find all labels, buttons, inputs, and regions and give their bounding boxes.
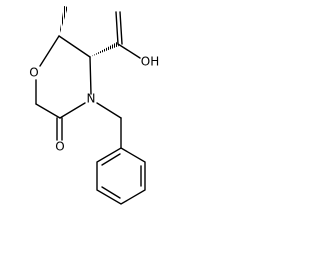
bond-n4-c5 <box>59 102 86 119</box>
carbonyl-double-bond <box>56 117 63 141</box>
carboxyl-double-bond <box>115 11 123 45</box>
bond-carboxyl-oh <box>117 43 141 59</box>
bond-c2-c3 <box>58 35 91 58</box>
carboxyl-hashed-wedge <box>90 42 119 57</box>
phenyl-ring <box>96 147 146 205</box>
bond-n-ch2 <box>96 102 122 119</box>
ring-oxygen-label: O <box>29 66 38 80</box>
methyl-hashed-wedge <box>59 6 68 36</box>
bond-c5-c6 <box>35 103 61 119</box>
morpholine-ring <box>35 35 92 119</box>
hydroxyl-label: OH <box>141 55 159 69</box>
nitrogen-label: N <box>87 92 96 106</box>
carbonyl-oxygen-label: O <box>55 140 64 154</box>
bond-o1-c2 <box>39 35 60 67</box>
chemical-structure: O N O OH <box>29 6 159 205</box>
bond-c3-n4 <box>89 56 92 95</box>
